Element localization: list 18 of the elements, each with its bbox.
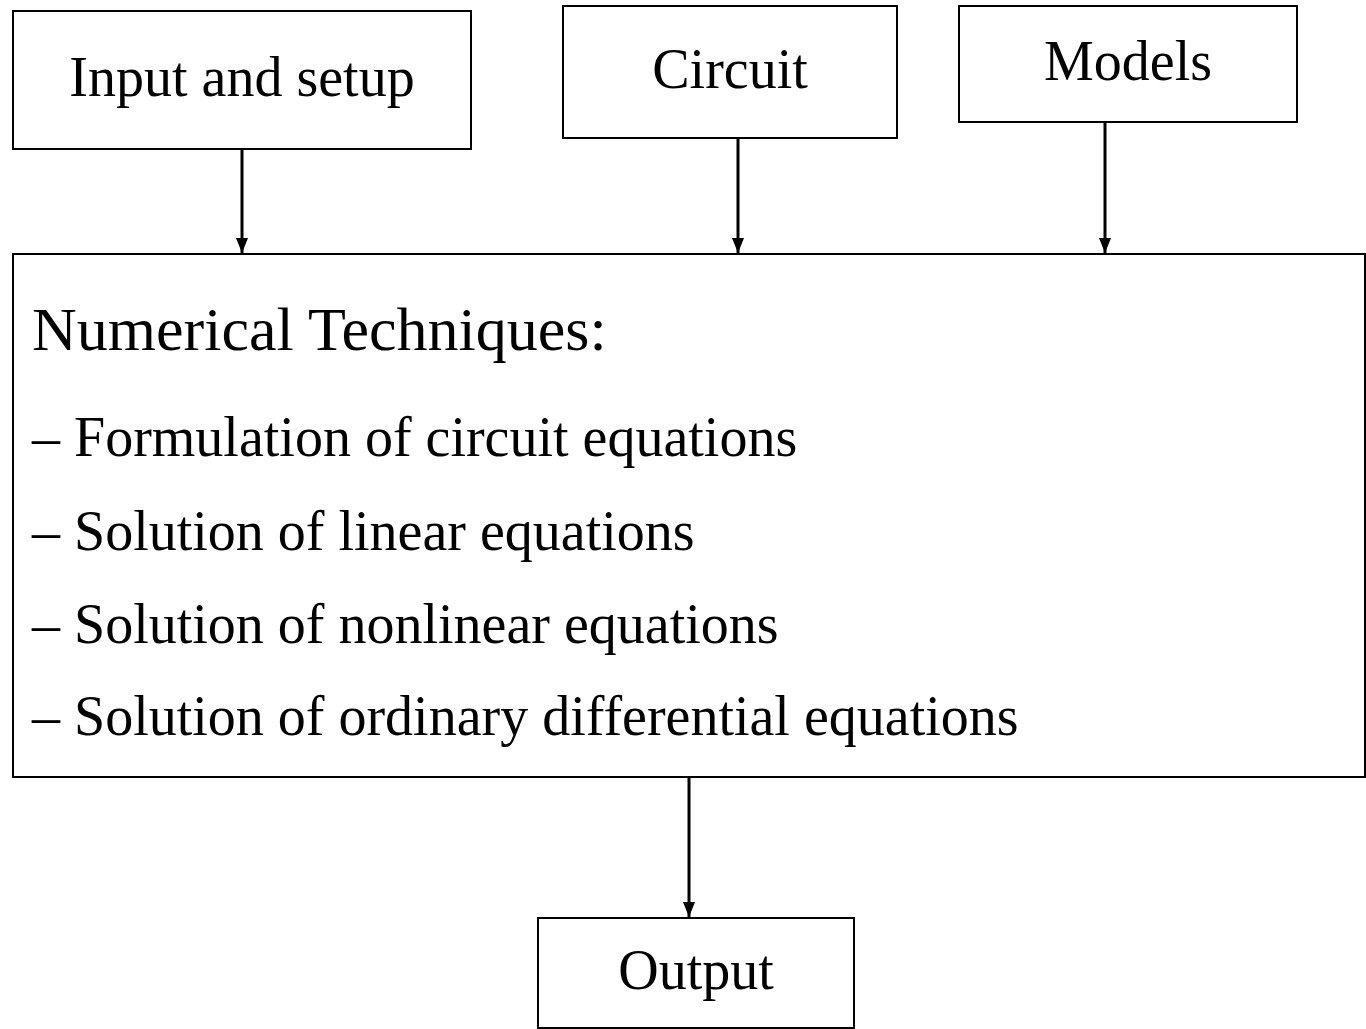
- arrow: [1099, 123, 1111, 253]
- box-label: Circuit: [652, 39, 808, 101]
- arrow: [236, 150, 248, 253]
- arrow: [683, 778, 695, 917]
- content-box: [12, 253, 1366, 778]
- heading-text: Numerical Techniques:: [32, 295, 607, 364]
- process-box: [537, 917, 855, 1029]
- list-item: – Solution of ordinary differential equations: [32, 686, 1019, 748]
- process-box: [12, 10, 472, 150]
- arrow: [732, 139, 744, 253]
- list-item: – Solution of nonlinear equations: [32, 594, 779, 656]
- box-label: Models: [1044, 31, 1212, 93]
- process-box: [562, 5, 898, 139]
- list-item: – Formulation of circuit equations: [32, 407, 798, 469]
- process-box: [958, 5, 1298, 123]
- box-label: Output: [618, 940, 774, 1002]
- box-label: Input and setup: [69, 47, 415, 109]
- list-item: – Solution of linear equations: [32, 501, 695, 563]
